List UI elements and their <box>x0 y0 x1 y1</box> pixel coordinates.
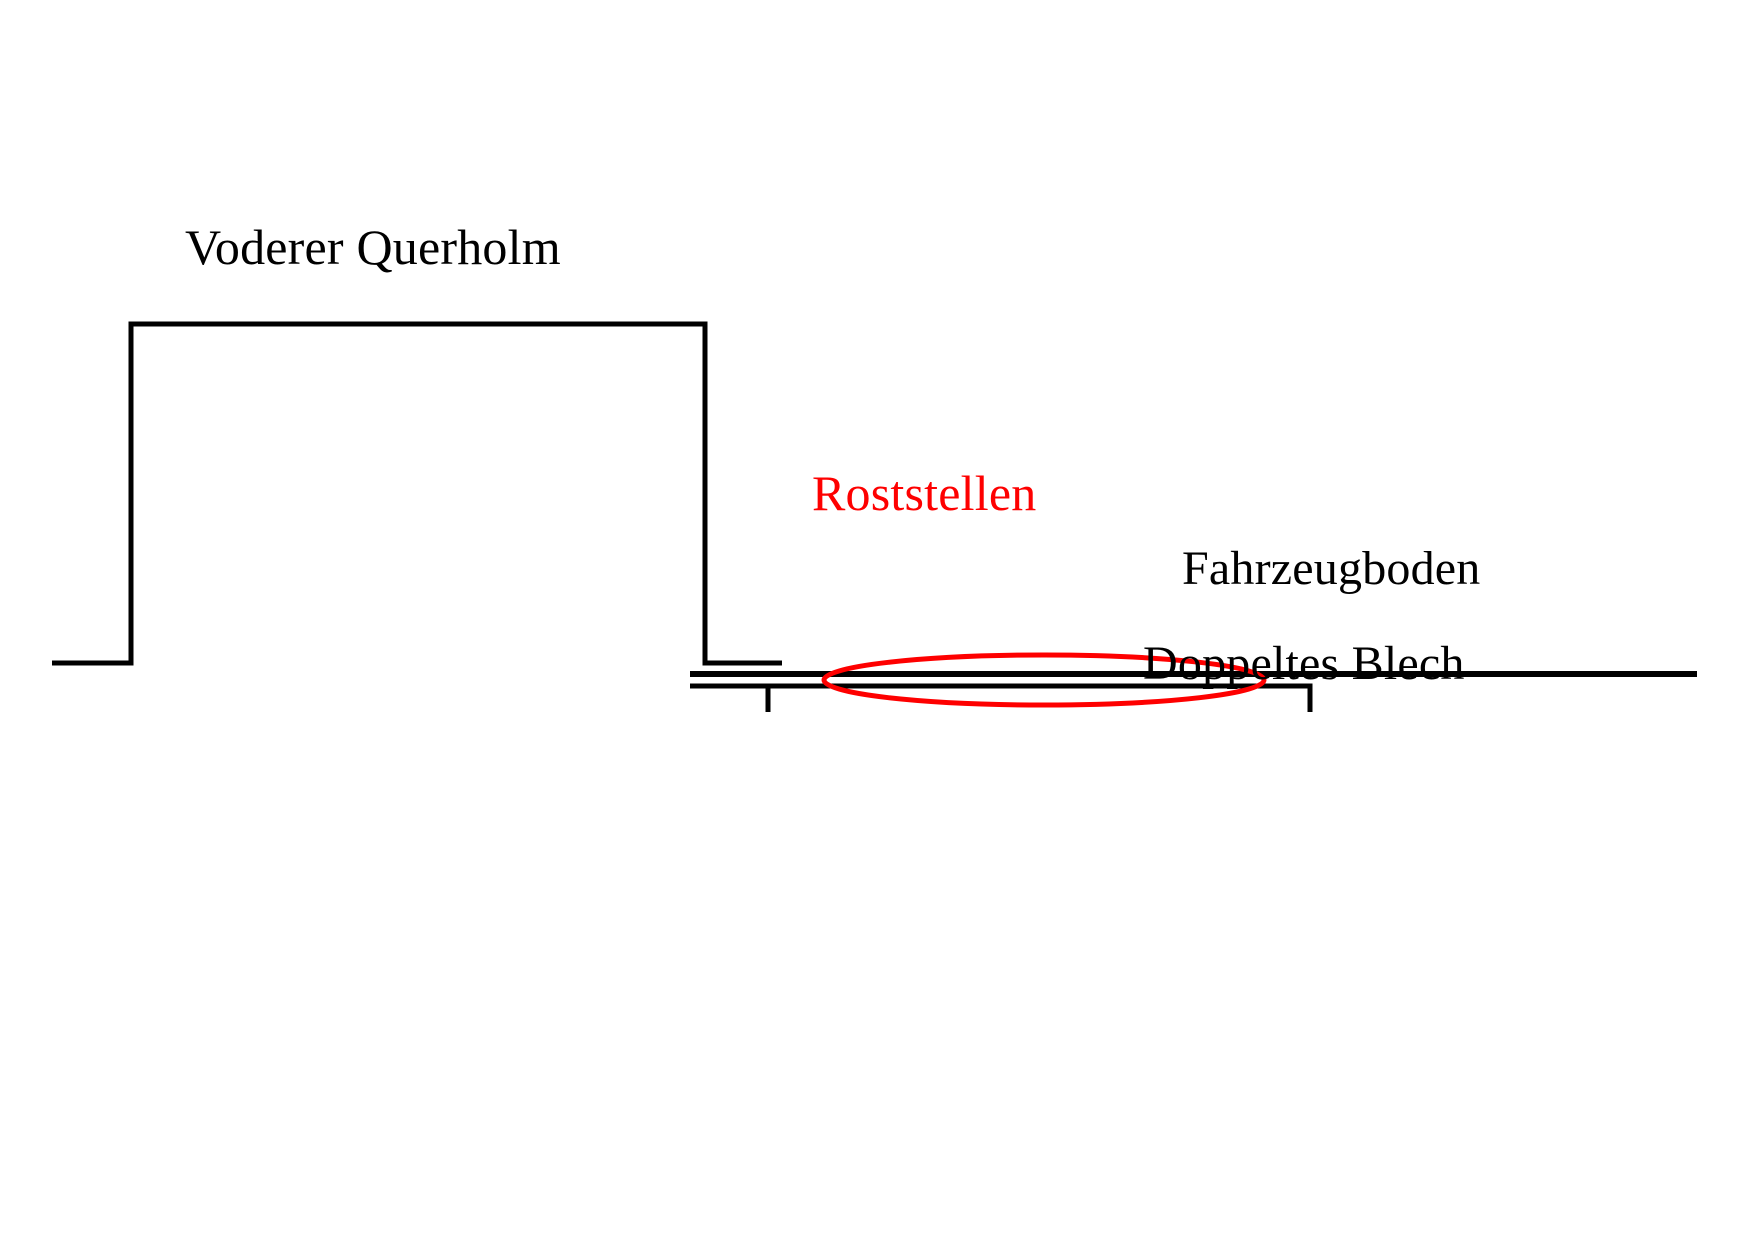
label-fahrzeugboden: Fahrzeugboden <box>1182 542 1481 595</box>
double-sheet-dimension-bracket <box>765 683 1313 712</box>
label-doppeltes-blech: Doppeltes Blech <box>1143 637 1465 690</box>
label-roststellen: Roststellen <box>812 465 1037 521</box>
label-voderer-querholm: Voderer Querholm <box>185 219 561 275</box>
front-crossmember-profile-path <box>52 321 782 666</box>
rust-spot-ellipse <box>821 652 1267 708</box>
